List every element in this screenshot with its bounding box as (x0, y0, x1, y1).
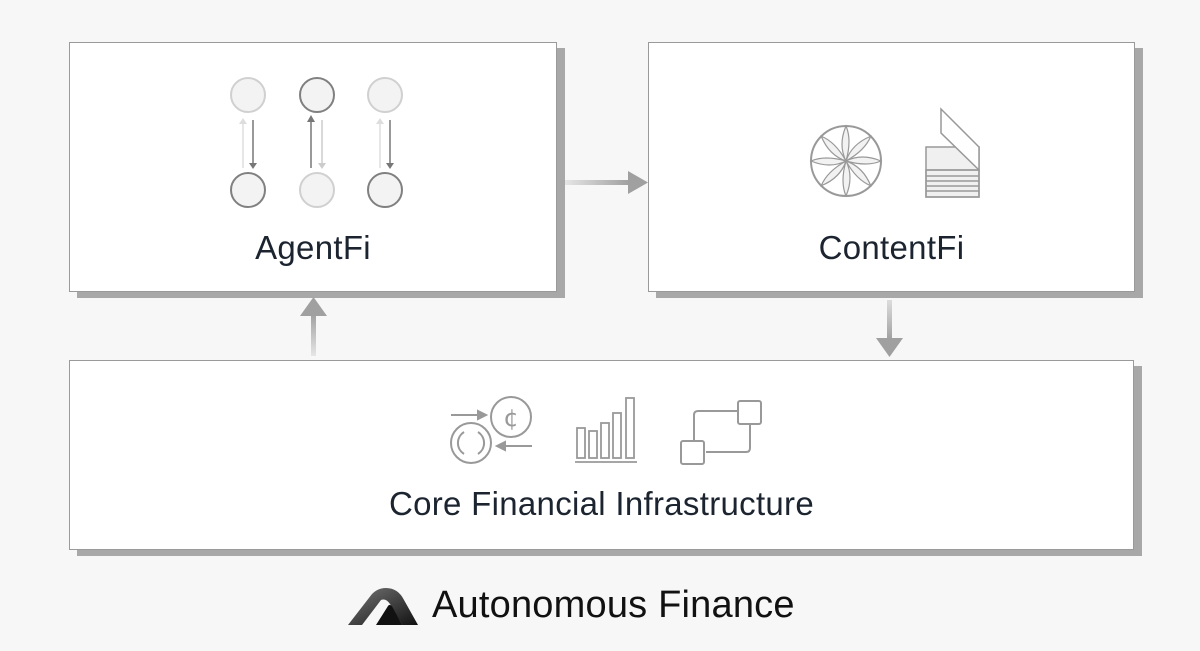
bar-chart-icon (575, 397, 637, 463)
currency-exchange-icon: ¢ (450, 396, 532, 464)
contentfi-label: ContentFi (818, 229, 965, 266)
svg-text:¢: ¢ (503, 404, 518, 432)
contentfi-box: ContentFi (648, 42, 1135, 292)
brand: Autonomous Finance (346, 584, 795, 627)
brand-name: Autonomous Finance (432, 584, 795, 626)
stacked-content-icon (925, 107, 980, 198)
agentfi-label: AgentFi (255, 229, 371, 266)
arrow-core-to-agentfi (300, 297, 327, 356)
arrow-contentfi-to-core (876, 300, 903, 357)
agents-exchange-icon (230, 77, 403, 208)
autonomous-finance-logo (348, 587, 418, 625)
core-infrastructure-label: Core Financial Infrastructure (388, 485, 815, 522)
connected-nodes-icon (680, 400, 762, 465)
pinwheel-icon (809, 124, 883, 198)
arrow-agentfi-to-contentfi (565, 171, 648, 194)
